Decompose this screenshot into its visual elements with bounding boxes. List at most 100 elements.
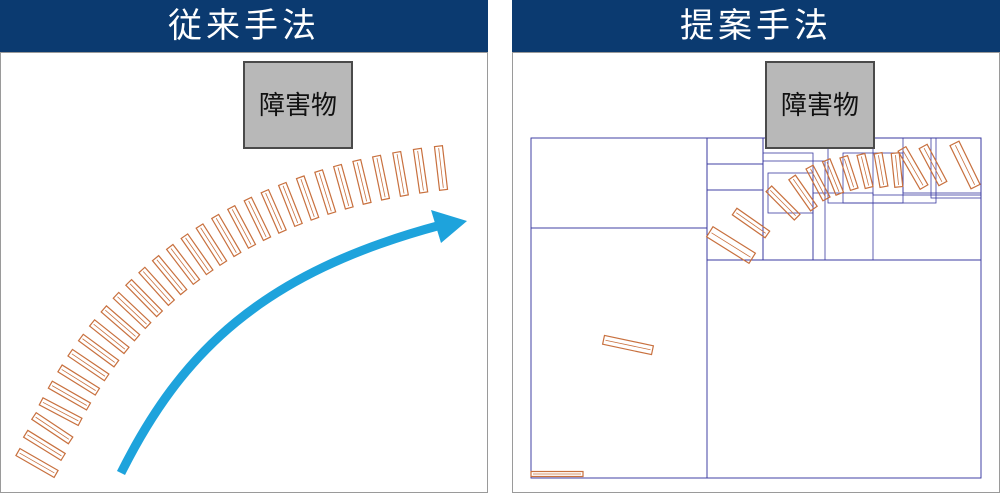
vehicle-outline [226, 204, 257, 250]
vehicle-centerline [438, 148, 444, 188]
vehicle-marker [295, 175, 320, 221]
vehicle-centerline [417, 150, 424, 191]
vehicle-centerline [711, 232, 751, 258]
vehicle-centerline [337, 167, 350, 207]
vehicle-centerline [826, 162, 840, 192]
vehicle-outline [243, 196, 272, 242]
vehicle-marker [949, 140, 981, 190]
trajectory-diagram [15, 145, 467, 479]
vehicle-outline [821, 158, 845, 196]
vehicle-marker [210, 213, 242, 258]
vehicle-outline [873, 151, 889, 189]
vehicle-centerline [605, 339, 651, 351]
vehicle-outline [165, 243, 201, 286]
vehicle-outline [151, 254, 188, 296]
vehicle-outline [15, 447, 59, 479]
vehicle-centerline [282, 185, 299, 224]
quadtree-cell [930, 137, 982, 199]
vehicle-marker [124, 278, 164, 318]
quadtree-cell [762, 160, 826, 261]
vehicle-centerline [170, 248, 196, 281]
diagram-frame: 障害物 [0, 52, 488, 493]
vehicle-marker [180, 233, 214, 276]
vehicle-centerline [42, 401, 79, 422]
vehicle-marker [821, 158, 845, 196]
vehicle-marker [856, 152, 874, 190]
vehicle-outline [530, 470, 584, 478]
vehicle-centerline [27, 434, 62, 457]
vehicle-outline [77, 333, 120, 368]
quadtree-diagram [530, 137, 982, 479]
vehicle-marker [332, 163, 354, 210]
vehicle-centerline [200, 227, 223, 262]
vehicle-centerline [954, 145, 976, 185]
panel-title: 提案手法 [512, 0, 1000, 52]
vehicle-outline [731, 207, 771, 239]
vehicle-marker [195, 223, 228, 267]
panel-title: 従来手法 [0, 0, 488, 52]
proposed-method-panel: 提案手法 障害物 [512, 0, 1000, 493]
vehicle-centerline [19, 452, 55, 474]
vehicle-marker [873, 151, 889, 189]
vehicle-outline [295, 175, 320, 221]
quadtree-cell [706, 259, 982, 479]
quadtree-cell [530, 227, 708, 479]
vehicle-centerline [376, 157, 386, 198]
vehicle-outline [352, 158, 372, 205]
vehicle-outline [856, 152, 874, 190]
vehicle-marker [100, 305, 141, 342]
vehicle-centerline [843, 158, 855, 188]
obstacle-box: 障害物 [765, 61, 875, 149]
conventional-method-panel: 従来手法 障害物 [0, 0, 488, 493]
vehicle-marker [57, 364, 101, 396]
vehicle-outline [138, 266, 176, 307]
vehicle-centerline [356, 162, 368, 202]
vehicle-centerline [396, 154, 405, 194]
vehicle-marker [112, 291, 152, 330]
vehicle-centerline [129, 283, 159, 313]
vehicle-outline [57, 364, 101, 396]
vehicle-outline [88, 318, 130, 355]
vehicle-centerline [142, 271, 171, 302]
vehicle-marker [705, 225, 757, 265]
vehicle-centerline [318, 172, 332, 212]
quadtree-cell [706, 137, 764, 165]
vehicle-marker [47, 380, 92, 411]
vehicle-centerline [878, 155, 884, 185]
vehicle-marker [77, 333, 120, 368]
vehicle-marker [30, 411, 74, 445]
vehicle-outline [195, 223, 228, 267]
vehicle-marker [731, 207, 771, 239]
vehicle-marker [226, 204, 257, 250]
vehicle-outline [392, 150, 410, 197]
vehicle-outline [601, 334, 655, 356]
vehicle-outline [433, 145, 449, 191]
vehicle-outline [314, 169, 337, 216]
vehicle-centerline [35, 416, 70, 440]
vehicle-centerline [61, 369, 96, 391]
vehicle-centerline [810, 168, 826, 198]
quadtree-cell [530, 137, 982, 479]
vehicle-centerline [300, 179, 315, 217]
vehicle-marker [805, 164, 831, 202]
vehicle-outline [839, 154, 859, 192]
vehicle-marker [371, 154, 391, 201]
quadtree-cell [706, 163, 764, 191]
vehicle-centerline [923, 148, 943, 182]
vehicle-centerline [902, 150, 924, 186]
vehicle-centerline [105, 309, 136, 337]
vehicle-outline [180, 233, 214, 276]
vehicle-outline [787, 174, 819, 212]
vehicle-centerline [231, 209, 252, 245]
vehicle-centerline [895, 155, 899, 185]
vehicle-outline [30, 411, 74, 445]
vehicle-marker [165, 243, 201, 286]
vehicle-outline [112, 291, 152, 330]
vehicle-marker [88, 318, 130, 355]
vehicle-marker [839, 154, 859, 192]
vehicle-centerline [215, 218, 237, 253]
vehicle-centerline [248, 200, 267, 238]
direction-arrow-shaft [116, 220, 443, 476]
vehicle-outline [412, 147, 429, 194]
vehicle-marker [38, 397, 83, 427]
